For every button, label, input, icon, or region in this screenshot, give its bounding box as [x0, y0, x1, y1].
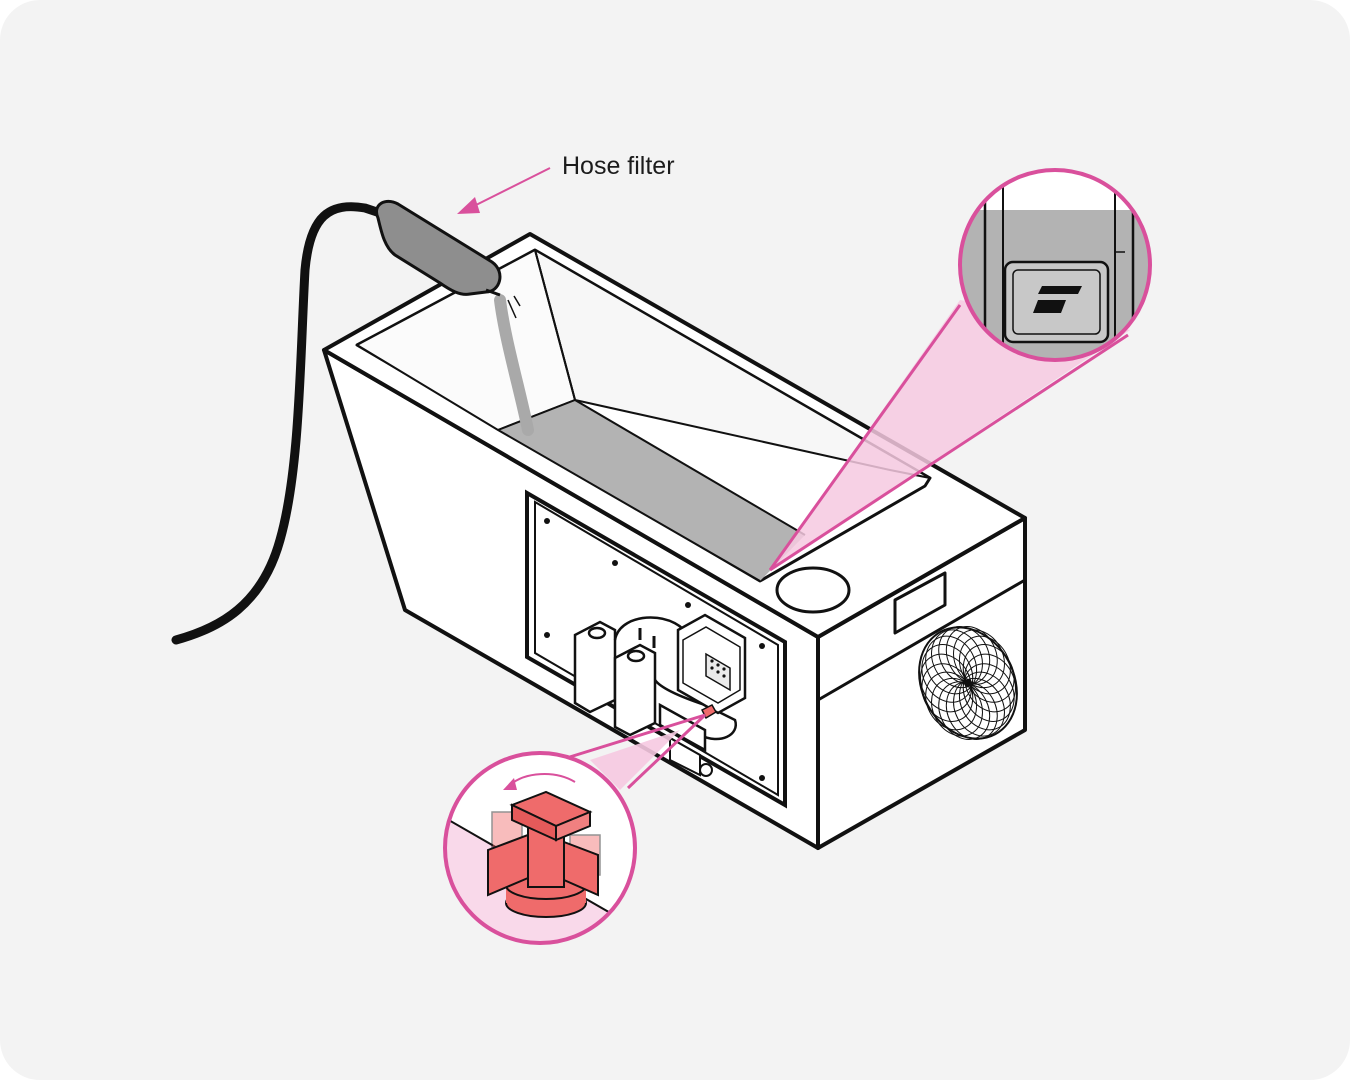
fan-grille-ring — [958, 671, 1011, 731]
hose-filter-callout: Hose filter — [457, 152, 675, 214]
filter-canister-icon — [573, 620, 657, 737]
brand-logo-icon — [1033, 286, 1082, 313]
fan-grille-icon — [918, 626, 1018, 740]
water-stream-icon — [494, 294, 534, 436]
rotation-arrow-icon — [503, 773, 576, 790]
valve-zoom-icon — [445, 753, 635, 943]
water-line-zoom-callout — [768, 168, 1152, 572]
tub-icon — [322, 232, 1027, 850]
fan-grille-ring — [921, 644, 974, 703]
hose-icon — [171, 202, 385, 645]
hose-filter-label: Hose filter — [562, 152, 675, 180]
hose-filter-icon — [375, 199, 502, 297]
fan-grille-ring — [953, 629, 1005, 689]
valve-zoom-callout — [443, 713, 707, 945]
fan-grille-ring — [931, 677, 983, 737]
fan-grille-ring — [962, 663, 1015, 722]
fan-grille-ring — [925, 635, 978, 695]
fan-grille-ring — [945, 626, 998, 685]
control-panel-icon — [525, 489, 787, 809]
